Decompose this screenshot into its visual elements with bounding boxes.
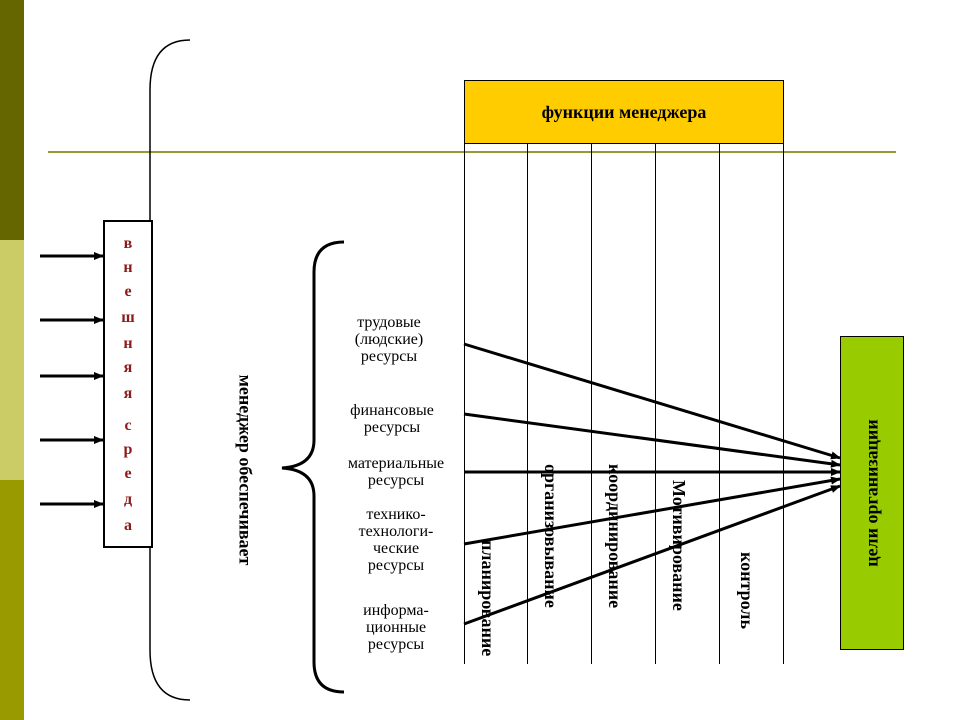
organization-goals-label: цели организации [861, 419, 882, 567]
env-letter: н [123, 259, 133, 276]
curly-brace-icon [281, 240, 345, 694]
env-letter: в [123, 235, 133, 252]
arrow-tech-to-goals [463, 476, 841, 546]
functions-header: функции менеджера [464, 80, 784, 144]
resource-label-tech: технико- технологи- ческие ресурсы [358, 506, 434, 574]
env-letter: н [123, 335, 133, 352]
function-label-control: контроль [737, 552, 757, 629]
horizontal-divider [48, 151, 896, 153]
env-letter: ш [121, 309, 135, 326]
large-bracket-icon [149, 39, 191, 701]
arrow-finance-to-goals [463, 412, 841, 468]
function-label-planning: планирование [478, 539, 498, 656]
external-environment-box: в н е ш н я я с р е д а [103, 220, 153, 548]
resource-label-info: информа- ционные ресурсы [363, 602, 429, 653]
stripe-bottom [0, 480, 24, 720]
env-letter: с [124, 417, 132, 434]
env-letter: р [123, 441, 133, 458]
arrow-labor-to-goals [463, 342, 841, 460]
env-letter: я [123, 359, 133, 376]
functions-header-title: функции менеджера [541, 101, 707, 122]
organization-goals-box: цели организации [840, 336, 904, 650]
resource-label-material: материальные ресурсы [347, 455, 445, 489]
function-column-control: контроль [720, 144, 784, 664]
env-letter: е [124, 465, 132, 482]
function-label-coordinating: координирование [605, 464, 625, 609]
function-label-organizing: организовывание [541, 464, 561, 608]
env-letter: д [123, 491, 133, 508]
function-column-coordinating: координирование [592, 144, 656, 664]
stripe-middle [0, 240, 24, 480]
resource-label-finance: финансовые ресурсы [350, 402, 434, 436]
resource-label-labor: трудовые (людские) ресурсы [354, 314, 424, 365]
env-letter: е [124, 283, 132, 300]
function-column-organizing: организовывание [528, 144, 592, 664]
stripe-top [0, 0, 24, 240]
env-letter: я [123, 385, 133, 402]
env-letter: а [124, 517, 132, 534]
function-column-planning: планирование [464, 144, 528, 664]
arrow-info-to-goals [463, 484, 841, 626]
manager-provides-label: менеджер обеспечивает [235, 374, 256, 566]
